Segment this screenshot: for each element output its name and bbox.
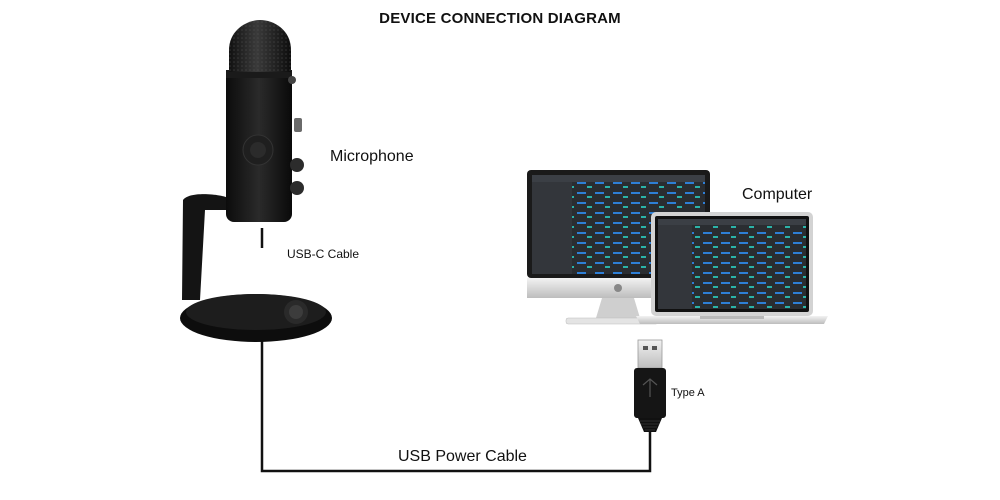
- computer: [527, 170, 828, 325]
- computer-label: Computer: [742, 186, 813, 203]
- usb-c-cable-label: USB-C Cable: [287, 247, 360, 261]
- usb-power-cable: [260, 340, 652, 473]
- microphone-label: Microphone: [330, 148, 414, 165]
- usb-power-cable-label: USB Power Cable: [398, 448, 527, 465]
- usb-type-a-plug: [634, 339, 666, 432]
- diagram-title: DEVICE CONNECTION DIAGRAM: [379, 10, 621, 27]
- microphone: [180, 20, 332, 342]
- laptop: [636, 212, 828, 324]
- type-a-label: Type A: [671, 387, 705, 399]
